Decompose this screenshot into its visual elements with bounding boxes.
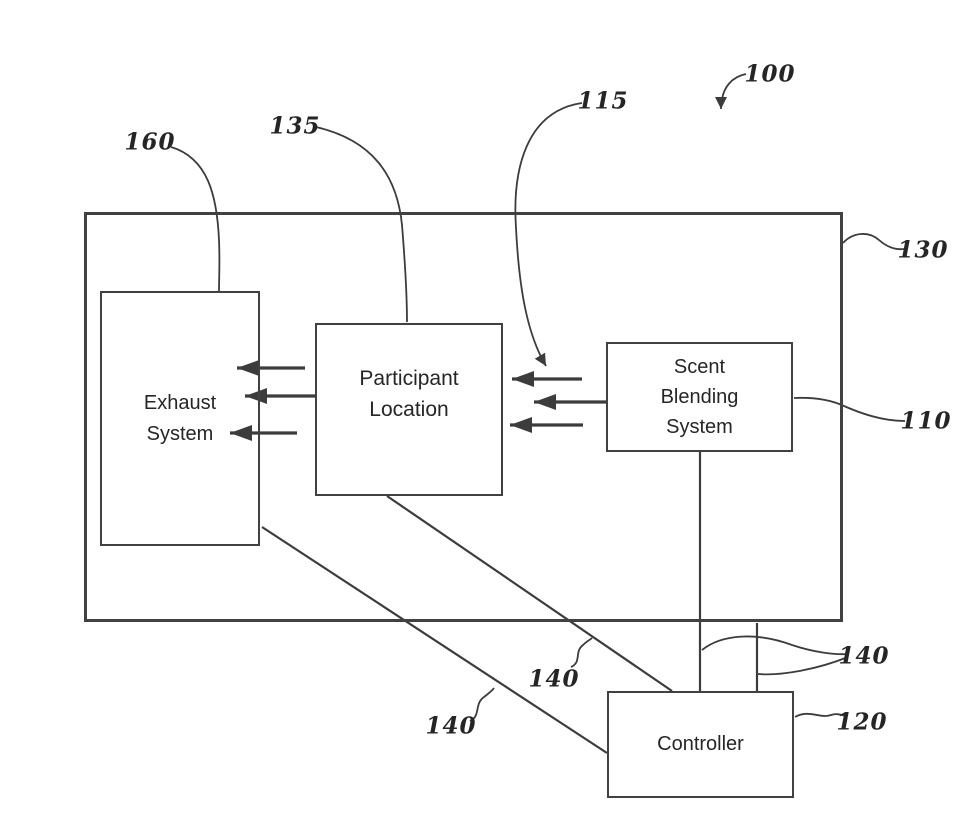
ref-label-110: 110 [900,407,952,435]
ref-label-115: 115 [577,87,629,115]
ref-label-140-left: 140 [425,712,477,740]
leader-140-right-lower [757,656,849,676]
ref-label-140-mid: 140 [528,665,580,693]
participant-location-label-line2: Location [369,397,449,421]
exhaust-system-label-line2: System [146,422,214,445]
scent-blending-label-line3: System [666,416,733,438]
scent-blending-label-line2: Blending [660,386,739,408]
participant-location-box: Participant Location [315,323,503,496]
leader-140-left [469,687,495,722]
leader-115 [514,102,583,367]
leader-160 [170,146,221,292]
ref-label-135: 135 [269,112,321,140]
scent-blending-label-line1: Scent [673,356,726,378]
leader-140-mid [570,637,593,668]
leader-135 [315,126,408,323]
leader-130 [842,233,905,251]
participant-location-label-line1: Participant [359,366,459,390]
leader-110 [793,396,906,422]
line-exhaust-to-controller [261,526,608,754]
controller-box: Controller [607,691,794,798]
ref-label-120: 120 [836,708,888,736]
line-participant-to-controller [386,495,673,692]
ref-label-160: 160 [124,128,176,156]
ref-label-100: 100 [744,60,796,88]
scent-delivery-region-box [84,212,843,622]
exhaust-system-label-line1: Exhaust [143,391,217,414]
leader-140-right-upper [701,635,849,656]
scent-blending-system-box: Scent Blending System [606,342,793,452]
ref-label-130: 130 [897,236,949,264]
leader-120 [794,712,847,718]
exhaust-system-box: Exhaust System [100,291,260,546]
ref-label-140-right: 140 [838,642,890,670]
leader-100 [715,73,747,110]
controller-label: Controller [657,733,744,755]
